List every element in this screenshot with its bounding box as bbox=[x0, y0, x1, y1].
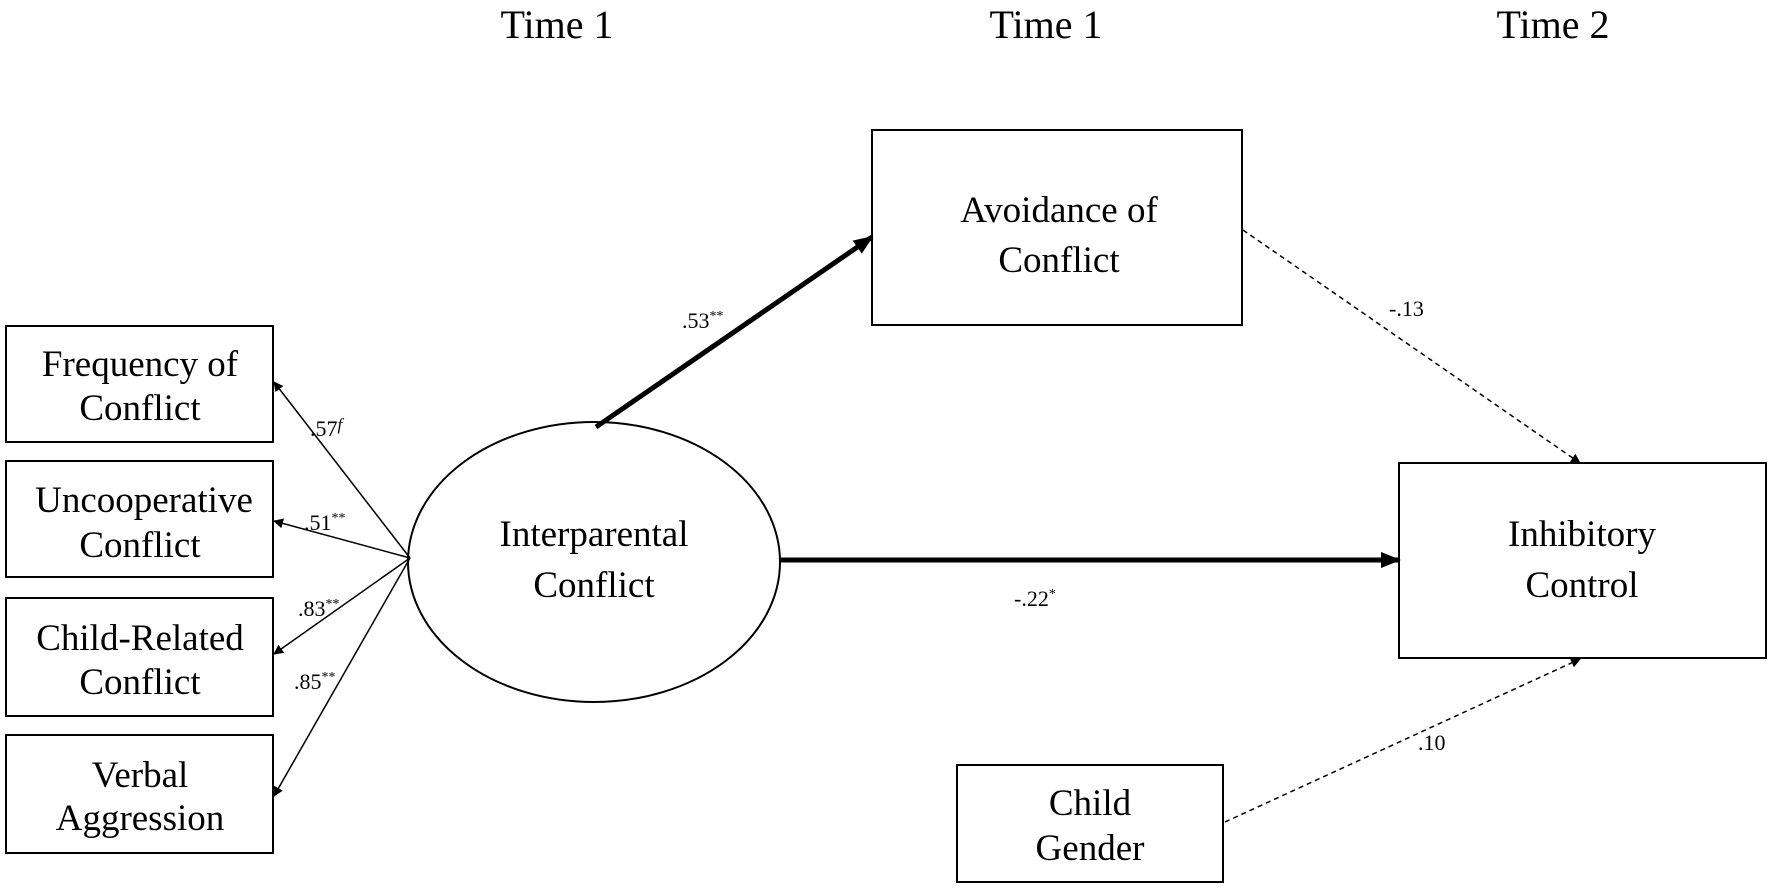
inhibitory-control-label-line1: Inhibitory bbox=[1508, 514, 1656, 555]
coef-interparental-to-inhibitory-mark: * bbox=[1049, 587, 1056, 602]
interparental-conflict-ellipse bbox=[407, 421, 781, 703]
interparental-conflict-label-line2: Conflict bbox=[533, 565, 655, 606]
coef-frequency-value: .57 bbox=[310, 416, 338, 441]
coef-interparental-to-avoidance: .53** bbox=[682, 308, 724, 333]
child-related-conflict-label-line2: Conflict bbox=[79, 662, 201, 703]
coef-verbal-mark: ** bbox=[322, 670, 336, 685]
avoidance-of-conflict-box bbox=[871, 129, 1243, 326]
coef-interparental-to-inhibitory: -.22* bbox=[1014, 586, 1056, 611]
coef-child-related-value: .83 bbox=[298, 596, 326, 621]
child-gender-label-line2: Gender bbox=[1036, 828, 1145, 869]
frequency-of-conflict-label-line2: Conflict bbox=[79, 388, 201, 429]
frequency-of-conflict-label-line1: Frequency of bbox=[42, 344, 239, 385]
frequency-of-conflict-box bbox=[5, 325, 274, 443]
coef-gender-to-inhibitory: .10 bbox=[1418, 730, 1446, 755]
child-related-conflict-box bbox=[5, 597, 274, 717]
avoidance-of-conflict-label-line2: Conflict bbox=[998, 240, 1120, 281]
child-gender-box bbox=[956, 764, 1224, 883]
inhibitory-control-box bbox=[1398, 462, 1767, 659]
uncooperative-conflict-label-line2: Conflict bbox=[79, 525, 201, 566]
path-avoidance-to-inhibitory bbox=[1242, 229, 1581, 464]
loading-arrow-verbal bbox=[273, 557, 411, 797]
uncooperative-conflict-box bbox=[5, 460, 274, 578]
avoidance-of-conflict-label-line1: Avoidance of bbox=[960, 190, 1158, 231]
path-gender-to-inhibitory bbox=[1224, 658, 1581, 823]
coef-child-related: .83** bbox=[298, 596, 340, 621]
interparental-conflict-label-line1: Interparental bbox=[500, 514, 689, 555]
header-time1-middle: Time 1 bbox=[989, 2, 1102, 47]
uncooperative-conflict-label-line1: Uncooperative bbox=[35, 480, 253, 521]
loading-arrow-uncooperative bbox=[273, 518, 411, 559]
verbal-aggression-label-line1: Verbal bbox=[92, 755, 189, 796]
coef-interparental-to-inhibitory-value: -.22 bbox=[1014, 586, 1049, 611]
coef-verbal-value: .85 bbox=[294, 669, 322, 694]
coef-child-related-mark: ** bbox=[326, 597, 340, 612]
verbal-aggression-box bbox=[5, 734, 274, 854]
header-time1-left: Time 1 bbox=[500, 2, 613, 47]
header-time2-right: Time 2 bbox=[1496, 2, 1609, 47]
coef-verbal: .85** bbox=[294, 669, 336, 694]
inhibitory-control-label-line2: Control bbox=[1525, 565, 1638, 606]
coef-avoidance-to-inhibitory: -.13 bbox=[1389, 296, 1424, 321]
coef-uncooperative-value: .51 bbox=[304, 510, 332, 535]
loading-arrow-child-related bbox=[273, 557, 411, 655]
child-related-conflict-label-line1: Child-Related bbox=[36, 618, 244, 659]
verbal-aggression-label-line2: Aggression bbox=[56, 798, 225, 839]
path-interparental-to-avoidance bbox=[594, 234, 874, 430]
coef-interparental-to-avoidance-value: .53 bbox=[682, 308, 710, 333]
loading-arrow-frequency bbox=[273, 381, 411, 559]
child-gender-label-line1: Child bbox=[1049, 783, 1132, 824]
coef-frequency: .57f bbox=[310, 415, 345, 441]
coef-uncooperative: .51** bbox=[304, 510, 346, 535]
coef-interparental-to-avoidance-mark: ** bbox=[710, 309, 724, 324]
coef-uncooperative-mark: ** bbox=[332, 511, 346, 526]
coef-frequency-mark: f bbox=[338, 415, 345, 434]
